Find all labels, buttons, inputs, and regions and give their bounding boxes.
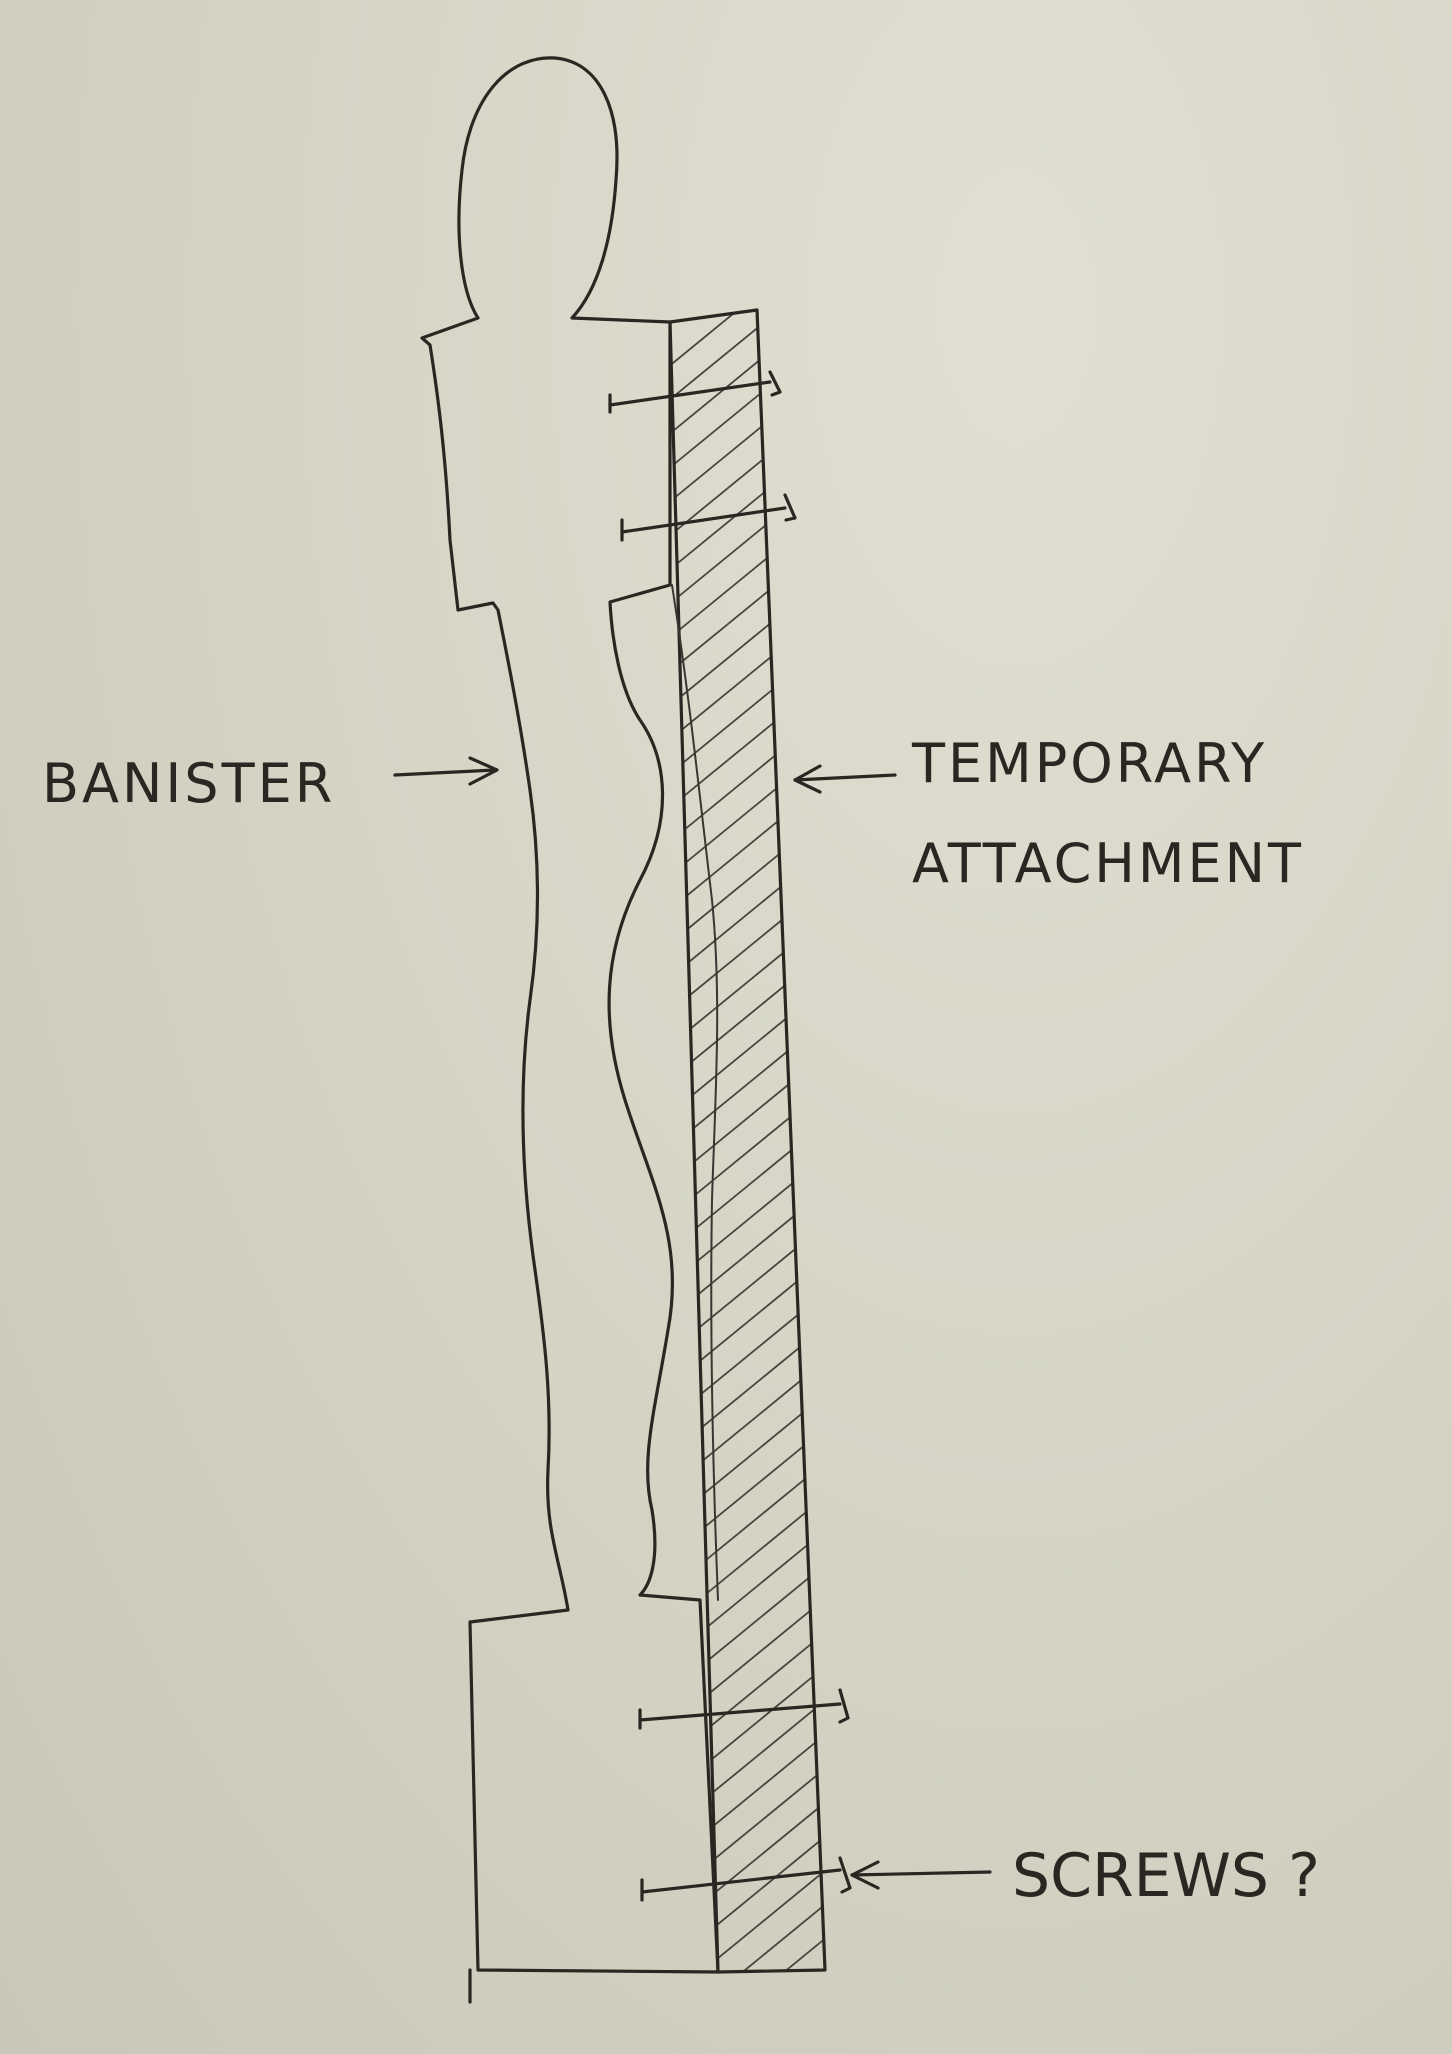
hatch-line	[670, 1025, 825, 1207]
hatch-line	[670, 957, 825, 1139]
hatch-line	[670, 1603, 825, 1785]
hatch-line	[670, 1467, 825, 1649]
temporary-label-line1: TEMPORARY	[911, 732, 1267, 795]
hatch-line	[670, 889, 825, 1071]
temporary-label-line2: ATTACHMENT	[912, 832, 1304, 895]
hatch-line	[670, 787, 825, 969]
screw-4	[640, 1856, 852, 1902]
hatch-line	[670, 855, 825, 1037]
banister-arrow	[393, 756, 499, 786]
hatch-line	[670, 1671, 825, 1853]
hatch-line	[670, 481, 825, 663]
hatch-line	[670, 1059, 825, 1241]
hatch-line	[670, 1161, 825, 1343]
hatch-line	[670, 923, 825, 1105]
screws-label: SCREWS ?	[1012, 1841, 1320, 1911]
hatch-line	[670, 1739, 825, 1921]
hatch-line	[670, 1841, 825, 1972]
hatch-line	[670, 685, 825, 867]
board-outline	[668, 308, 827, 1974]
banister-outline	[420, 56, 720, 1974]
hatch-line	[670, 1773, 825, 1955]
hatch-line	[670, 1943, 825, 1972]
hatch-line	[670, 1501, 825, 1683]
hatch-line	[670, 991, 825, 1173]
hatch-line	[670, 310, 825, 391]
hatch-line	[670, 1297, 825, 1479]
hatch-line	[670, 549, 825, 731]
hatch-line	[670, 1705, 825, 1887]
hatch-line	[670, 1807, 825, 1972]
hatch-line	[670, 1875, 825, 1972]
hatch-line	[670, 515, 825, 697]
hatch-line	[670, 821, 825, 1003]
attachment-arrow	[793, 764, 897, 794]
hatch-line	[670, 753, 825, 935]
banister-profile-line	[671, 584, 719, 1601]
hatch-line	[670, 617, 825, 799]
hatch-line	[670, 651, 825, 833]
screws-arrow	[850, 1860, 992, 1890]
banister-label: BANISTER	[42, 752, 335, 815]
hatch-line	[670, 1365, 825, 1547]
hatch-line	[670, 1433, 825, 1615]
hatch-line	[670, 1093, 825, 1275]
hatch-line	[670, 1331, 825, 1513]
hatch-line	[670, 1637, 825, 1819]
temporary-attachment-board	[668, 308, 827, 1974]
screw-3	[638, 1688, 850, 1730]
screw-2	[620, 493, 797, 542]
hatch-line	[670, 1399, 825, 1581]
hatch-line	[670, 1229, 825, 1411]
hatch-line	[670, 719, 825, 901]
hatch-line	[670, 583, 825, 765]
hatch-line	[670, 310, 825, 459]
screw-1	[608, 370, 782, 414]
hatch-line	[670, 1535, 825, 1717]
board-hatching	[670, 310, 825, 1972]
